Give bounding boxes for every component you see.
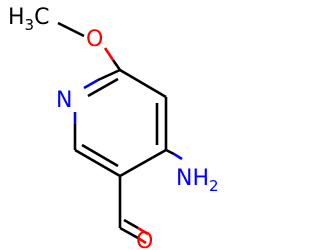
ether-oxygen-label: O xyxy=(86,27,103,52)
bond-oxygen-ring-black xyxy=(111,59,122,71)
bond-aldehyde-oxygen-double xyxy=(123,218,139,230)
bond-oxygen-ring-red xyxy=(103,47,115,61)
amino-label: NH2 xyxy=(176,166,219,195)
methyl-label: H3C xyxy=(8,5,49,34)
bond-c4-amino-blue xyxy=(173,152,183,161)
bond-n-c6 xyxy=(97,68,121,82)
atom-labels: H3C O N NH2 O xyxy=(8,5,219,250)
bond-c4-c3 xyxy=(119,148,167,178)
bond-c4-amino xyxy=(165,148,175,156)
bond-n-c6-double xyxy=(87,77,119,98)
bond-aldehyde-oxygen-red xyxy=(137,236,147,245)
bond-aldehyde-oxygen xyxy=(119,226,139,240)
bond-c3-c2-double xyxy=(81,143,119,168)
bond-c6-c5 xyxy=(119,68,167,99)
bonds xyxy=(57,21,183,245)
bond-n-c6-blue xyxy=(83,78,99,90)
bond-methyl-oxygen xyxy=(57,21,85,38)
carbonyl-oxygen-label: O xyxy=(136,229,153,250)
bond-aldehyde-oxygen-double-red xyxy=(137,226,149,236)
bond-c3-c2 xyxy=(74,148,121,178)
ring-nitrogen-label: N xyxy=(56,88,72,113)
chemical-structure: H3C O N NH2 O xyxy=(8,5,219,250)
